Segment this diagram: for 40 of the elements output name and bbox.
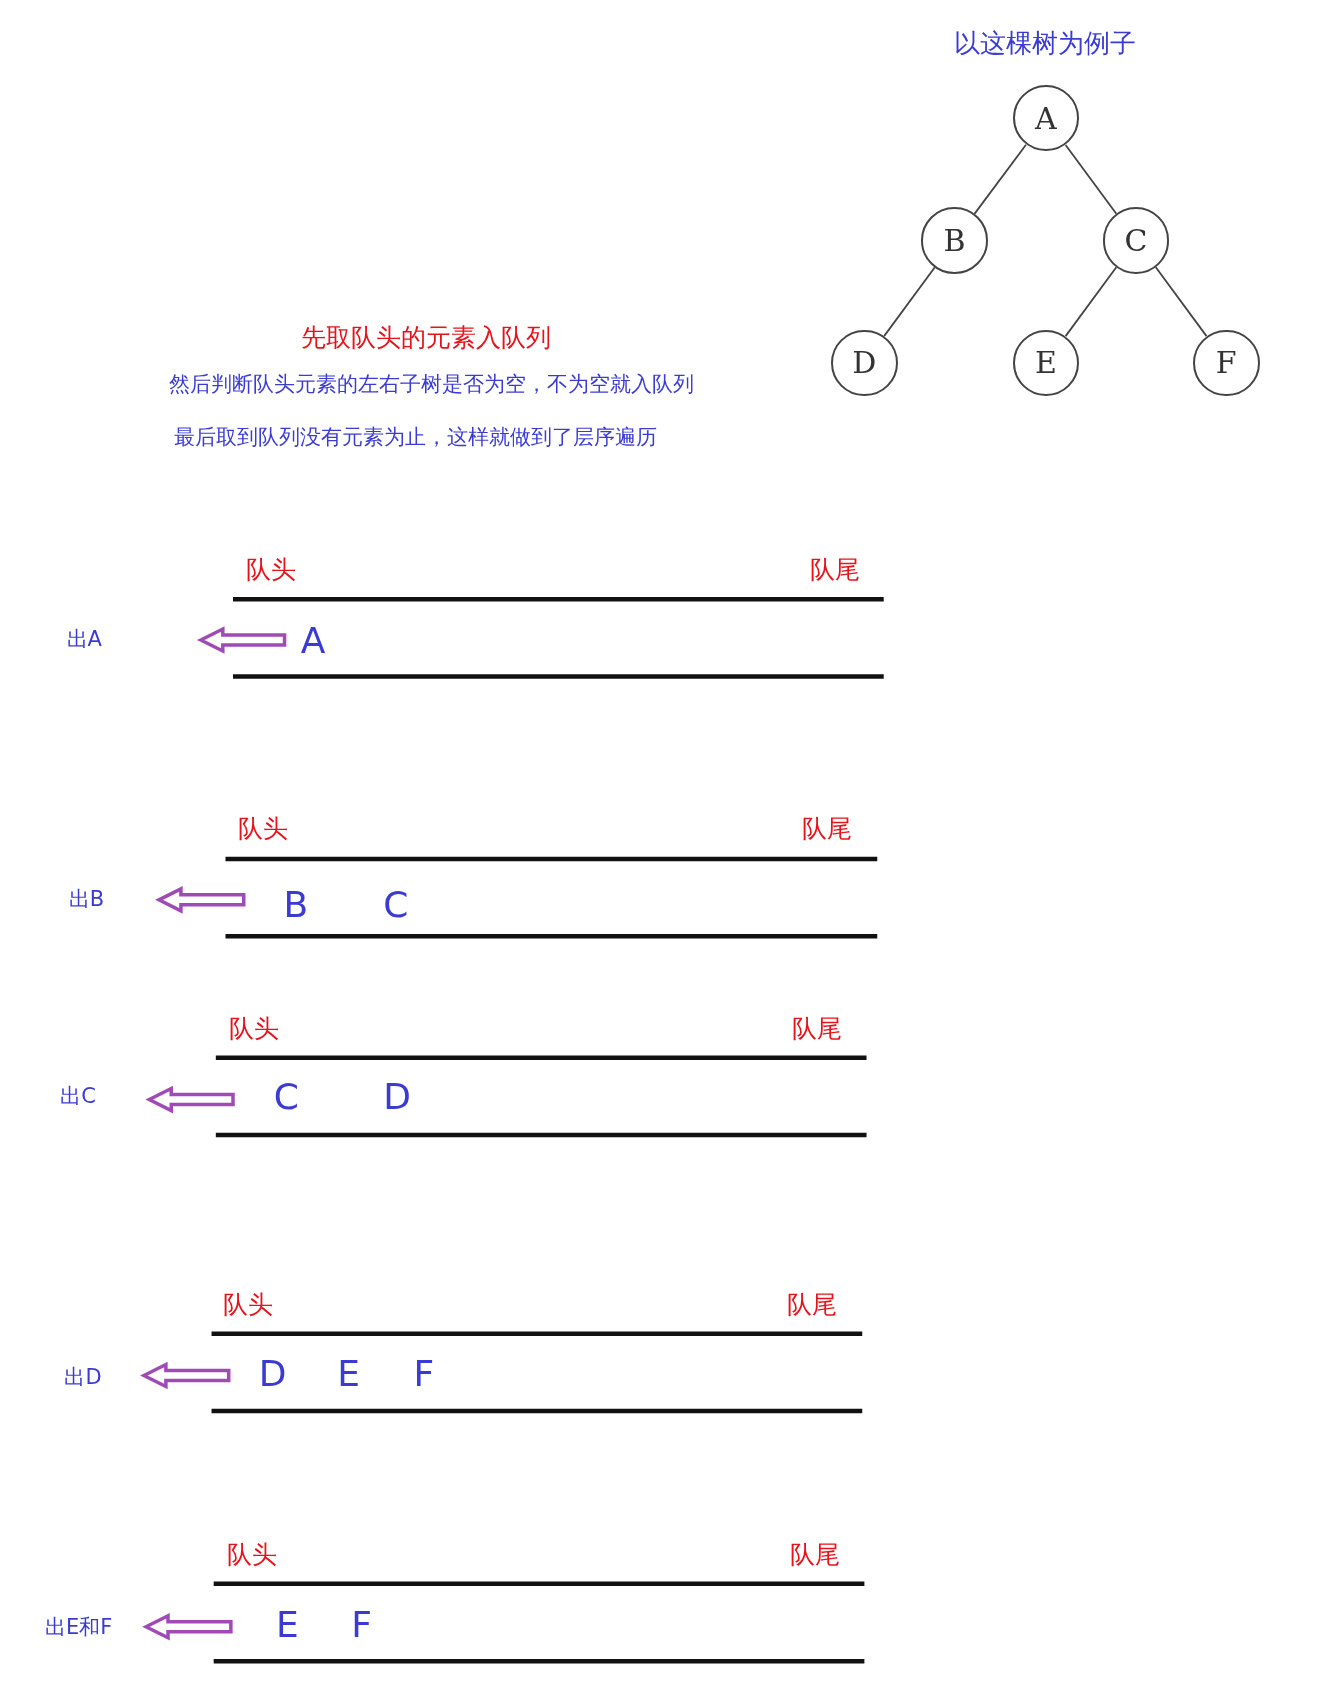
queue-element: E (337, 1352, 360, 1396)
tree-edge (883, 266, 936, 338)
instruction-text: 最后取到队列没有元素为止，这样就做到了层序遍历 (173, 425, 657, 451)
node-letter: B (943, 223, 966, 258)
queue-element: D (383, 1075, 412, 1119)
queue-head-label: 队头 (245, 555, 296, 586)
node-letter: A (1035, 100, 1057, 136)
tree-title: 以这棵树为例子 (953, 28, 1136, 60)
queue-head-label: 队头 (238, 813, 289, 844)
queue-tail-label: 队尾 (802, 813, 853, 844)
node-letter: D (852, 345, 877, 381)
queue-element: B (283, 883, 309, 927)
queue-element: C (383, 883, 409, 927)
queue-tail-label: 队尾 (792, 1013, 843, 1044)
queue-head-label: 队头 (226, 1539, 277, 1570)
dequeue-label: 出A (66, 627, 102, 653)
queue-element: C (273, 1075, 299, 1119)
tree-edge (1064, 144, 1118, 215)
dequeue-label: 出B (68, 887, 105, 913)
instruction-text: 然后判断队头元素的左右子树是否为空，不为空就入队列 (168, 372, 694, 399)
queue-tail-label: 队尾 (809, 555, 860, 586)
tree-edge (973, 143, 1027, 215)
node-letter: E (1034, 345, 1057, 381)
queue-head-label: 队头 (228, 1013, 279, 1044)
node-letter: C (1124, 223, 1148, 258)
instruction-text: 先取队头的元素入队列 (300, 323, 551, 354)
dequeue-label: 出D (64, 1365, 102, 1391)
queue-element: F (413, 1352, 435, 1396)
queue-tail-label: 队尾 (787, 1289, 838, 1320)
queue-element: F (351, 1603, 372, 1647)
dequeue-label: 出C (60, 1084, 96, 1110)
dequeue-label: 出E和F (45, 1615, 113, 1641)
queue-element: E (275, 1603, 299, 1647)
queue-head-label: 队头 (223, 1289, 274, 1320)
tree-edge (1064, 266, 1118, 338)
node-letter: F (1215, 345, 1237, 381)
queue-element: A (300, 619, 326, 663)
queue-element: D (258, 1352, 287, 1396)
tree-edge (1154, 266, 1208, 338)
queue-tail-label: 队尾 (790, 1539, 841, 1570)
